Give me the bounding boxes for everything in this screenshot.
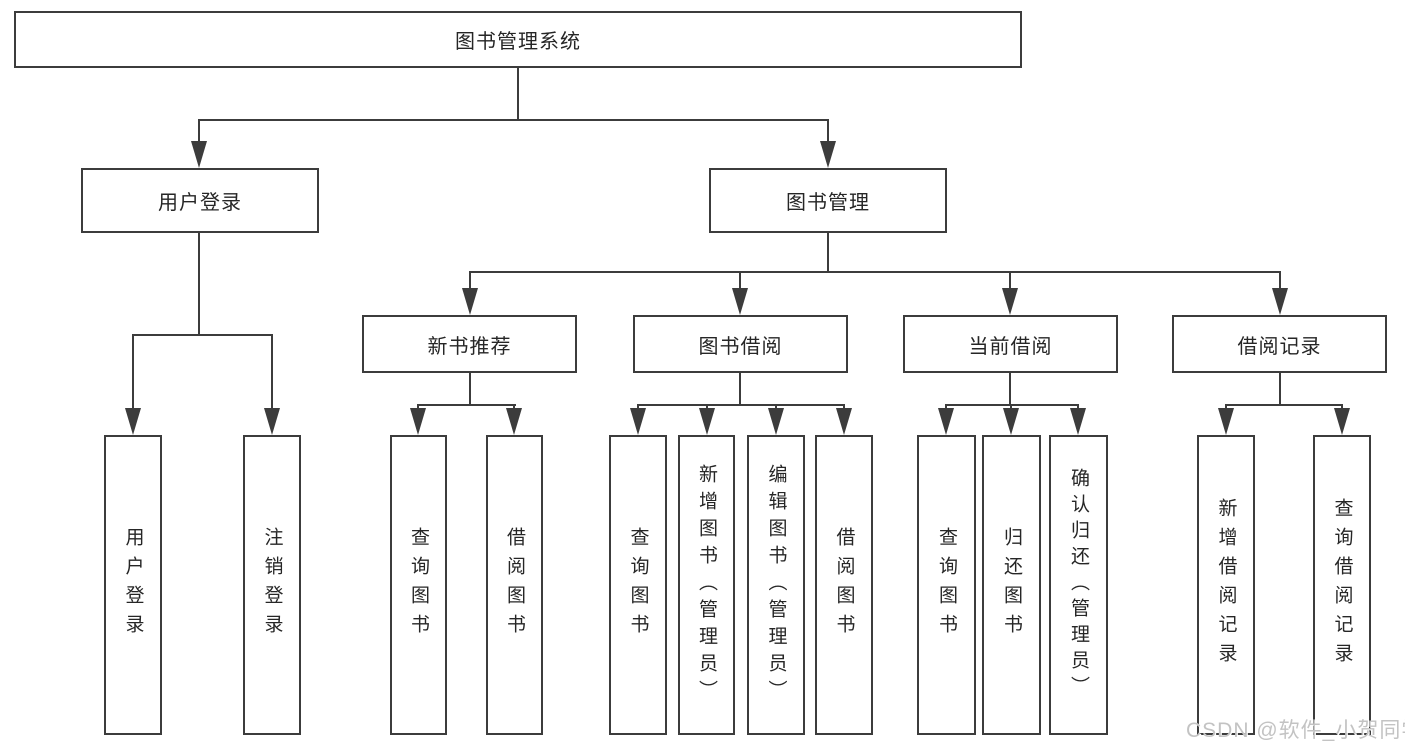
arrowhead-down-icon — [506, 408, 522, 435]
leaf-records-add-borrow-record: 新增借阅记录 — [1197, 435, 1255, 735]
csdn-watermark: CSDN @软件_小贺同学 — [1186, 719, 1405, 742]
connector-line — [827, 233, 829, 273]
arrowhead-down-icon — [938, 408, 954, 435]
arrowhead-down-icon — [1334, 408, 1350, 435]
connector-line — [198, 233, 200, 336]
leaf-newbook-borrow-books: 借阅图书 — [486, 435, 543, 735]
node-user-login: 用户登录 — [81, 168, 319, 233]
arrowhead-down-icon — [264, 408, 280, 435]
arrowhead-down-icon — [1272, 288, 1288, 315]
leaf-records-query-borrow-record: 查询借阅记录 — [1313, 435, 1371, 735]
connector-line — [739, 271, 741, 291]
connector-line — [198, 119, 200, 147]
connector-line — [418, 404, 516, 406]
leaf-current-return-books: 归还图书 — [982, 435, 1041, 735]
leaf-user-login: 用户登录 — [104, 435, 162, 735]
connector-line — [827, 119, 829, 147]
arrowhead-down-icon — [732, 288, 748, 315]
arrowhead-down-icon — [191, 141, 207, 168]
connector-line — [132, 334, 134, 412]
arrowhead-down-icon — [820, 141, 836, 168]
leaf-borrow-borrow-books: 借阅图书 — [815, 435, 873, 735]
leaf-borrow-add-book-admin: 新增图书（管理员） — [678, 435, 735, 735]
connector-line — [469, 373, 471, 406]
node-new-book-recommendation: 新书推荐 — [362, 315, 577, 373]
connector-line — [739, 373, 741, 406]
node-book-management: 图书管理 — [709, 168, 947, 233]
connector-line — [132, 334, 273, 336]
connector-line — [469, 271, 471, 291]
arrowhead-down-icon — [768, 408, 784, 435]
leaf-current-query-books: 查询图书 — [917, 435, 976, 735]
connector-line — [1009, 373, 1011, 406]
arrowhead-down-icon — [1003, 408, 1019, 435]
node-borrowing-records: 借阅记录 — [1172, 315, 1387, 373]
arrowhead-down-icon — [1002, 288, 1018, 315]
leaf-current-confirm-return-admin: 确认归还（管理员） — [1049, 435, 1108, 735]
leaf-borrow-query-books: 查询图书 — [609, 435, 667, 735]
connector-line — [1279, 373, 1281, 406]
arrowhead-down-icon — [125, 408, 141, 435]
arrowhead-down-icon — [410, 408, 426, 435]
connector-line — [198, 119, 829, 121]
node-current-borrowing: 当前借阅 — [903, 315, 1118, 373]
leaf-borrow-edit-book-admin: 编辑图书（管理员） — [747, 435, 805, 735]
leaf-newbook-query-books: 查询图书 — [390, 435, 447, 735]
arrowhead-down-icon — [1218, 408, 1234, 435]
arrowhead-down-icon — [630, 408, 646, 435]
connector-line — [1279, 271, 1281, 291]
connector-line — [637, 404, 844, 406]
connector-line — [271, 334, 273, 412]
connector-line — [1009, 271, 1011, 291]
arrowhead-down-icon — [836, 408, 852, 435]
connector-line — [517, 68, 519, 119]
arrowhead-down-icon — [699, 408, 715, 435]
connector-line — [1225, 404, 1343, 406]
node-book-borrowing: 图书借阅 — [633, 315, 848, 373]
arrowhead-down-icon — [1070, 408, 1086, 435]
leaf-logout: 注销登录 — [243, 435, 301, 735]
arrowhead-down-icon — [462, 288, 478, 315]
node-root: 图书管理系统 — [14, 11, 1022, 68]
connector-line — [469, 271, 1281, 273]
